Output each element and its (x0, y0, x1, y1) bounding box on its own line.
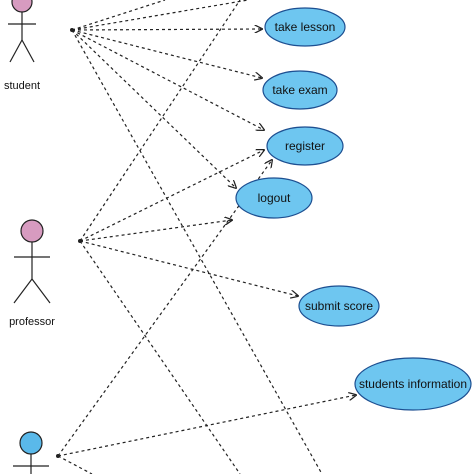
association-professor-bottom (79, 240, 241, 474)
use-case-submit-score[interactable]: submit score (298, 285, 380, 327)
use-case-label-take-exam: take exam (272, 83, 327, 97)
association-admin-students-information (57, 395, 356, 457)
professor-connector-dot (78, 239, 82, 243)
student-connector-dot (70, 28, 74, 32)
professor-head (20, 219, 44, 243)
use-case-label-take-lesson: take lesson (275, 20, 336, 34)
use-case-label-students-information: students information (359, 377, 467, 391)
association-student-take-lesson (71, 29, 262, 30)
admin-head (19, 431, 43, 455)
use-case-logout[interactable]: logout (235, 177, 313, 219)
association-student-top1 (71, 0, 166, 31)
admin-connector-dot (56, 454, 60, 458)
association-student-take-exam (71, 29, 262, 78)
association-professor-submit-score (79, 240, 298, 296)
use-case-students-information[interactable]: students information (354, 357, 472, 411)
association-professor-logout (79, 220, 232, 242)
association-admin-register (57, 160, 272, 457)
actor-student[interactable] (8, 0, 36, 63)
actor-label-professor: professor (9, 316, 55, 328)
use-case-take-lesson[interactable]: take lesson (264, 7, 346, 47)
association-professor-top (79, 0, 241, 242)
association-professor-register (79, 150, 264, 242)
associations (57, 0, 356, 474)
association-student-logout (71, 29, 236, 188)
use-case-label-logout: logout (258, 191, 291, 205)
association-student-bottom (71, 29, 323, 474)
use-case-label-submit-score: submit score (305, 299, 373, 313)
association-student-top2 (71, 0, 249, 31)
use-case-register[interactable]: register (266, 126, 344, 166)
use-case-take-exam[interactable]: take exam (262, 70, 338, 110)
actor-admin[interactable] (13, 431, 49, 474)
actor-professor[interactable] (13, 219, 51, 304)
student-head (11, 0, 33, 13)
actor-label-student: student (4, 80, 40, 92)
association-student-register (71, 29, 264, 130)
association-admin-bottom (57, 455, 93, 474)
use-case-label-register: register (285, 139, 325, 153)
